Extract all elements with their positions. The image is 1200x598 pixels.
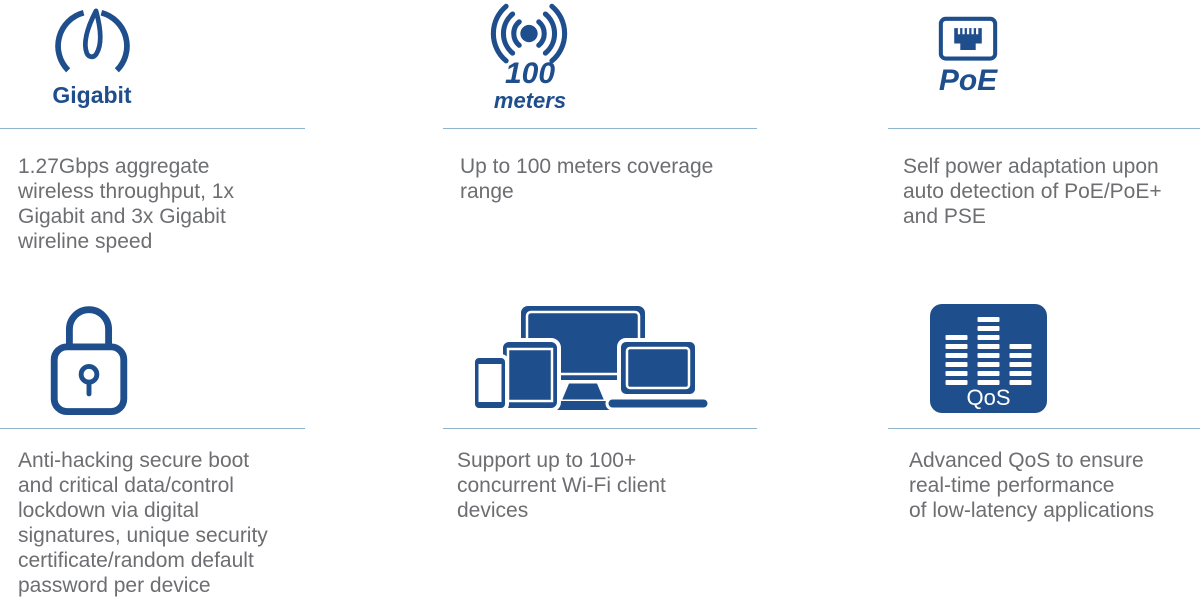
qos-icon-label: QoS	[966, 385, 1010, 410]
feature-card-gigabit: Gigabit 1.27Gbps aggregate wireless thro…	[0, 0, 305, 290]
speedometer-icon	[55, 8, 130, 73]
qos-equalizer-icon: QoS	[930, 304, 1047, 413]
client-devices-icon	[471, 302, 711, 412]
feature-description: Up to 100 meters coverage range	[460, 155, 714, 203]
coverage-icon-label-100: 100	[504, 57, 556, 90]
feature-description: Self power adaptation upon auto detectio…	[903, 155, 1162, 228]
padlock-icon	[50, 306, 128, 415]
feature-card-coverage: 100 meters Up to 100 meters coverage ran…	[443, 0, 757, 290]
feature-description: Advanced QoS to ensure real-time perform…	[909, 449, 1155, 522]
wifi-signal-icon	[490, 3, 568, 64]
section-divider	[0, 428, 305, 429]
feature-card-poe: PoE Self power adaptation upon auto dete…	[888, 0, 1200, 290]
feature-description: 1.27Gbps aggregate wireless throughput, …	[18, 155, 234, 253]
section-divider	[443, 428, 757, 429]
poe-icon-label: PoE	[938, 64, 998, 97]
ethernet-port-icon	[938, 16, 998, 61]
feature-description: Support up to 100+ concurrent Wi-Fi clie…	[457, 449, 666, 522]
feature-card-security: Anti-hacking secure boot and critical da…	[0, 290, 305, 597]
section-divider	[888, 128, 1200, 129]
section-divider	[0, 128, 305, 129]
section-divider	[888, 428, 1200, 429]
feature-card-clients: Support up to 100+ concurrent Wi-Fi clie…	[443, 290, 757, 594]
feature-card-qos: QoS Advanced QoS to ensure real-time per…	[888, 290, 1200, 594]
section-divider	[443, 128, 757, 129]
gigabit-icon-label: Gigabit	[52, 82, 132, 108]
feature-description: Anti-hacking secure boot and critical da…	[18, 449, 268, 597]
coverage-icon-label-meters: meters	[493, 88, 567, 113]
